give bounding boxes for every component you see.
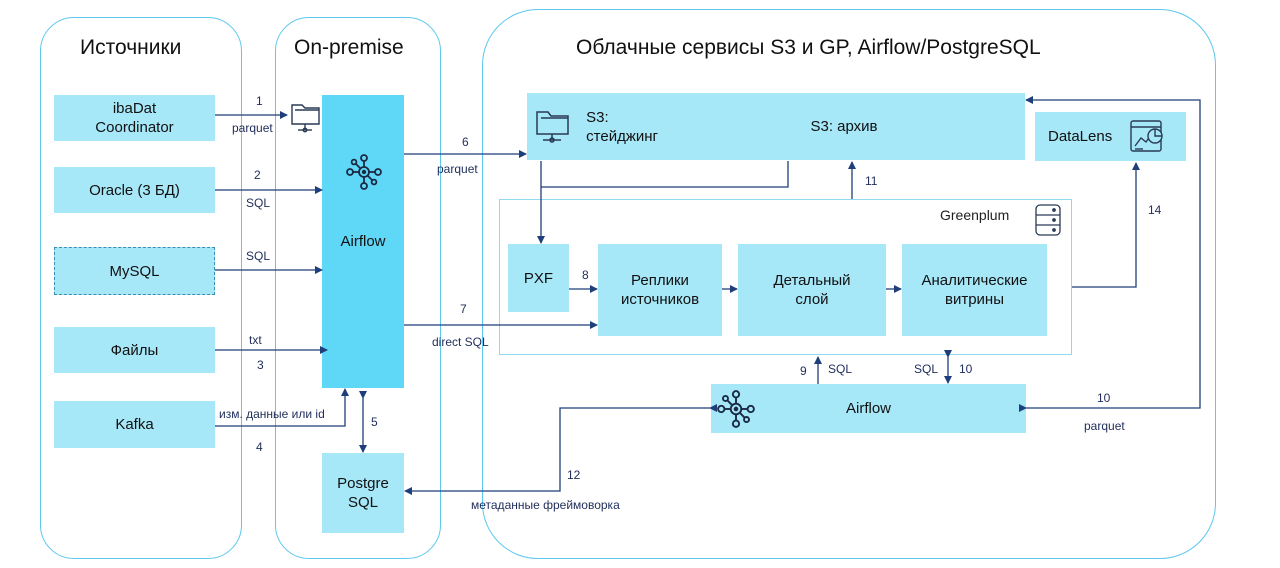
greenplum-label: Greenplum xyxy=(940,207,1010,223)
onprem-title: On-premise xyxy=(294,36,404,59)
flow-5-number: 5 xyxy=(371,415,378,429)
airflow-icon xyxy=(346,154,382,190)
flow-2-number: 2 xyxy=(254,168,261,182)
flow-10a-number: 10 xyxy=(959,362,973,376)
flow-4-label: изм. данные или id xyxy=(219,407,325,421)
flow-7-number: 7 xyxy=(460,302,467,316)
flow-3-label: txt xyxy=(249,333,262,347)
flow-10b-label: parquet xyxy=(1084,419,1125,433)
source-ibadat-coordinator[interactable]: ibaDat Coordinator xyxy=(54,95,215,141)
arrow-12 xyxy=(404,404,717,495)
flow-12-label: метаданные фреймоворка xyxy=(471,498,620,512)
flow-2-label: SQL xyxy=(246,196,271,210)
source-kafka[interactable]: Kafka xyxy=(54,401,215,448)
datalens-label: DataLens xyxy=(1048,128,1113,145)
folder-network-icon xyxy=(536,111,569,143)
source-oracle[interactable]: Oracle (3 БД) xyxy=(54,167,215,213)
onprem-postgresql[interactable]: Postgre SQL xyxy=(322,453,404,533)
airflow-icon xyxy=(717,390,755,428)
flow-4-number: 4 xyxy=(256,440,263,454)
flow-9-number: 9 xyxy=(800,364,807,378)
flow-7-label: direct SQL xyxy=(432,335,489,349)
flow-9-label: SQL xyxy=(828,362,853,376)
flow-12-number: 12 xyxy=(567,468,581,482)
flow-10b-number: 10 xyxy=(1097,391,1111,405)
flow-6-label: parquet xyxy=(437,162,478,176)
pxf[interactable]: PXF xyxy=(508,244,569,312)
flow-1-number: 1 xyxy=(256,94,263,108)
sources-title: Источники xyxy=(80,36,182,59)
flow-3-number: 3 xyxy=(257,358,264,372)
database-stack-icon xyxy=(1035,204,1061,236)
onprem-airflow[interactable]: Airflow xyxy=(322,95,404,388)
s3-staging[interactable]: S3: стейджинг xyxy=(527,93,664,160)
flow-8-number: 8 xyxy=(582,268,589,282)
flow-10a-label: SQL xyxy=(914,362,939,376)
cloud-airflow[interactable]: Airflow xyxy=(711,384,1026,433)
arrow-4 xyxy=(215,388,349,427)
flow-11-number: 11 xyxy=(865,174,878,188)
dashboard-icon xyxy=(1130,120,1163,152)
flow-6-number: 6 xyxy=(462,135,469,149)
s3-archive[interactable]: S3: архив xyxy=(663,93,1025,160)
folder-network-icon xyxy=(291,104,320,133)
arrow-14 xyxy=(1072,162,1140,288)
flow-14-number: 14 xyxy=(1148,203,1162,217)
detail-layer[interactable]: Детальный слой xyxy=(738,244,886,336)
greenplum-frame xyxy=(499,199,1072,355)
flow-mysql-label: SQL xyxy=(246,249,271,263)
source-replicas[interactable]: Реплики источников xyxy=(598,244,722,336)
source-mysql[interactable]: MySQL xyxy=(54,247,215,295)
arrow-10b xyxy=(1019,96,1201,412)
flow-1-label: parquet xyxy=(232,121,273,135)
cloud-title: Облачные сервисы S3 и GP, Airflow/Postgr… xyxy=(576,36,1041,59)
s3-staging-label: S3: стейджинг xyxy=(586,108,658,145)
line-archive-pxf xyxy=(541,161,789,188)
source-files[interactable]: Файлы xyxy=(54,327,215,373)
